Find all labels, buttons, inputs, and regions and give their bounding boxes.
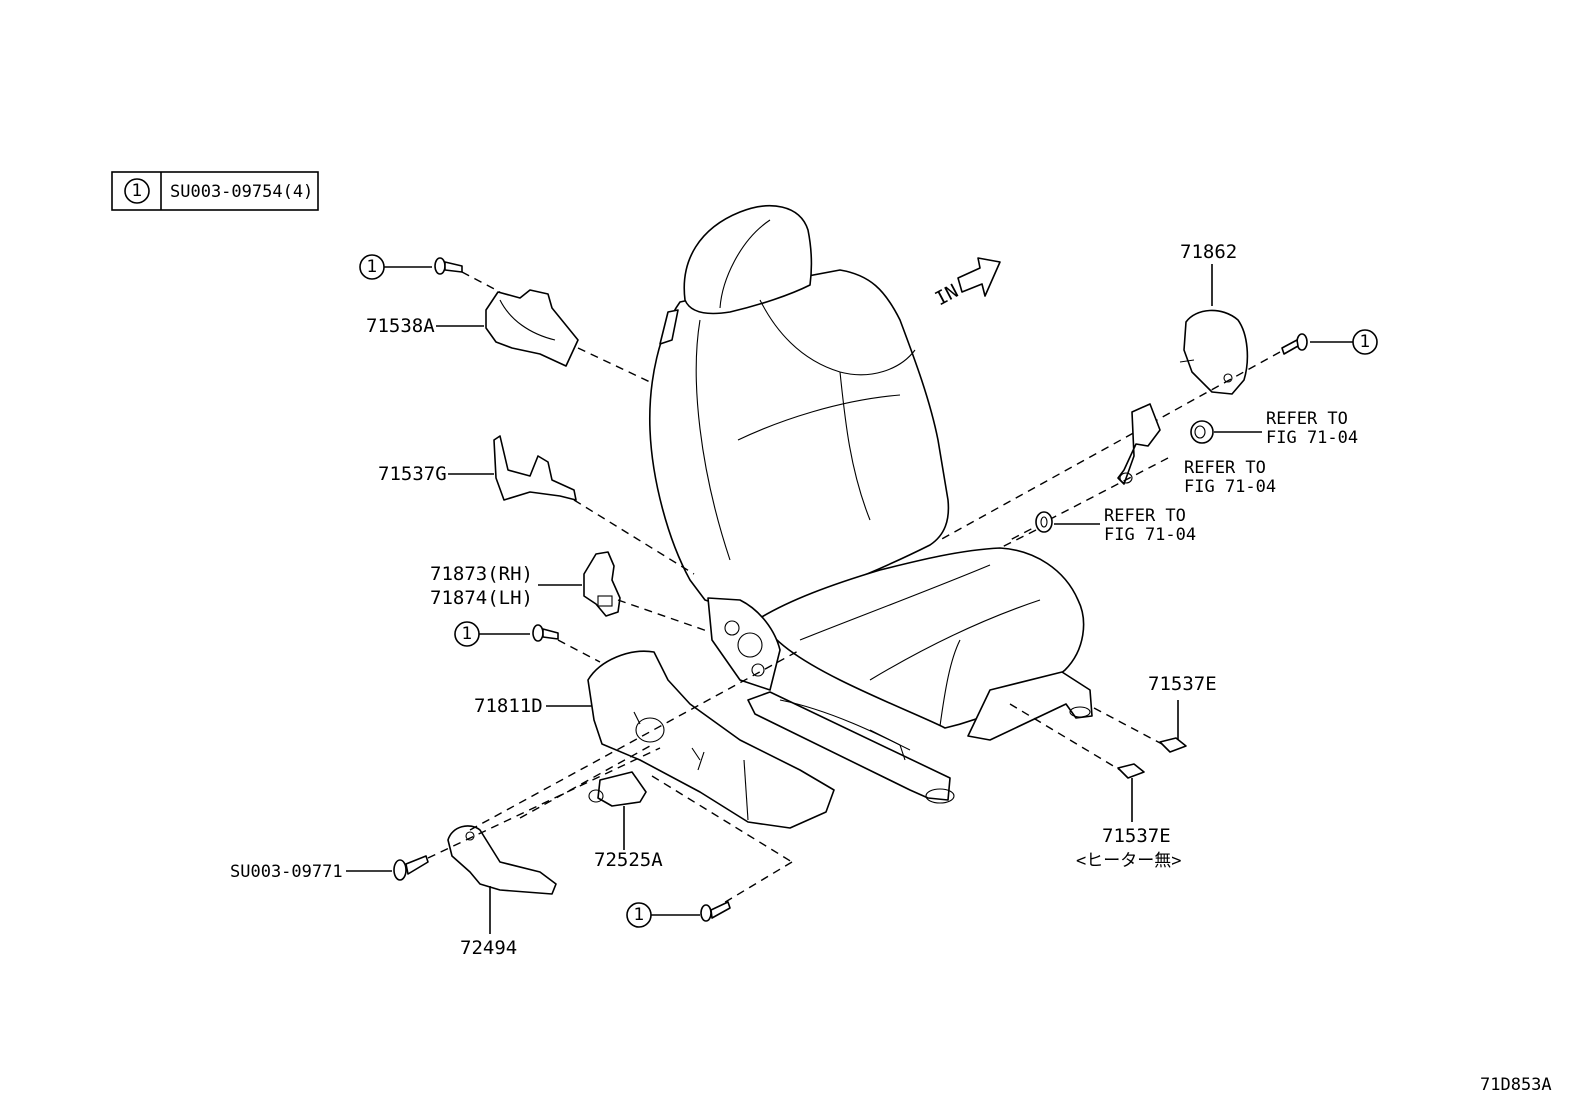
direction-arrow-icon [957, 257, 1001, 297]
part-SU003-09771: SU003-09771 [230, 855, 429, 882]
seat-assembly [648, 205, 1093, 804]
svg-text:REFER TO: REFER TO [1266, 409, 1348, 429]
part-72525A: 72525A [588, 771, 663, 871]
callout-1-right: 1 [1281, 329, 1378, 355]
heater-note: <ヒーター無> [1076, 851, 1181, 871]
bolt-icon [434, 257, 463, 275]
trim-72494 [447, 825, 557, 895]
nut-icon [1190, 420, 1262, 444]
svg-text:REFER TO: REFER TO [1104, 506, 1186, 526]
refer-note-2: REFER TO FIG 71-04 [1184, 458, 1276, 497]
svg-text:FIG 71-04: FIG 71-04 [1266, 428, 1358, 448]
figure-id: 71D853A [1480, 1075, 1552, 1095]
svg-text:1: 1 [634, 905, 645, 925]
bracket-71538A [485, 289, 579, 367]
svg-text:SU003-09771: SU003-09771 [230, 862, 343, 882]
svg-text:FIG 71-04: FIG 71-04 [1184, 477, 1276, 497]
seat-headrest [683, 205, 813, 315]
svg-text:1: 1 [367, 257, 378, 277]
bracket-71537G [493, 435, 577, 501]
callout-1-bottom: 1 [626, 901, 731, 928]
bolt-icon [1281, 333, 1308, 355]
legend-code: SU003-09754(4) [170, 182, 313, 202]
clip-71873 [583, 551, 621, 617]
clip-71537E-b [1117, 763, 1145, 779]
svg-text:71537E: 71537E [1148, 673, 1217, 695]
part-71873-71874: 71873(RH) 71874(LH) [430, 551, 621, 617]
direction-label: IN [931, 280, 962, 310]
side-shield-71811D [587, 650, 835, 829]
part-71537E-b: 71537E <ヒーター無> [1076, 763, 1181, 871]
bolt-icon [700, 901, 731, 922]
bolt-icon [532, 624, 559, 642]
part-71537E-a: 71537E [1148, 673, 1217, 753]
svg-text:71862: 71862 [1180, 241, 1237, 263]
svg-text:72525A: 72525A [594, 849, 663, 871]
svg-text:1: 1 [462, 624, 473, 644]
svg-text:71537G: 71537G [378, 463, 447, 485]
part-71862: 71862 [1179, 241, 1249, 395]
svg-text:71874(LH): 71874(LH) [430, 587, 533, 609]
svg-text:71873(RH): 71873(RH) [430, 563, 533, 585]
seat-rail-inner [747, 691, 951, 801]
seat-recliner-mechanism [707, 597, 781, 691]
svg-text:72494: 72494 [460, 937, 517, 959]
seat-cushion [759, 547, 1085, 729]
direction-indicator: IN [931, 257, 1001, 310]
svg-text:71538A: 71538A [366, 315, 435, 337]
legend-box: 1 SU003-09754(4) [111, 171, 319, 211]
part-71811D: 71811D [474, 650, 835, 829]
legend-callout-number: 1 [132, 181, 143, 201]
washer-icon [1035, 511, 1100, 533]
part-71538A: 71538A [366, 289, 579, 367]
callout-1-top-left: 1 [359, 254, 463, 280]
svg-text:REFER TO: REFER TO [1184, 458, 1266, 478]
bolt-icon [393, 855, 429, 881]
svg-text:71537E: 71537E [1102, 825, 1171, 847]
svg-text:1: 1 [1360, 332, 1371, 352]
callout-1-mid-left: 1 [454, 621, 559, 647]
part-72494: 72494 [447, 825, 557, 959]
clip-71537E-a [1159, 737, 1187, 753]
refer-note-1: REFER TO FIG 71-04 [1266, 409, 1358, 448]
cover-71862 [1183, 309, 1249, 395]
legend-callout-circle [124, 178, 150, 204]
svg-text:FIG 71-04: FIG 71-04 [1104, 525, 1196, 545]
svg-text:71811D: 71811D [474, 695, 543, 717]
seat-backrest [648, 269, 950, 619]
part-71537G: 71537G [378, 435, 577, 501]
seat-rail-outer [967, 671, 1093, 741]
refer-note-3: REFER TO FIG 71-04 [1104, 506, 1196, 545]
knob-72525A [597, 771, 647, 807]
recliner-lever [1117, 403, 1161, 485]
